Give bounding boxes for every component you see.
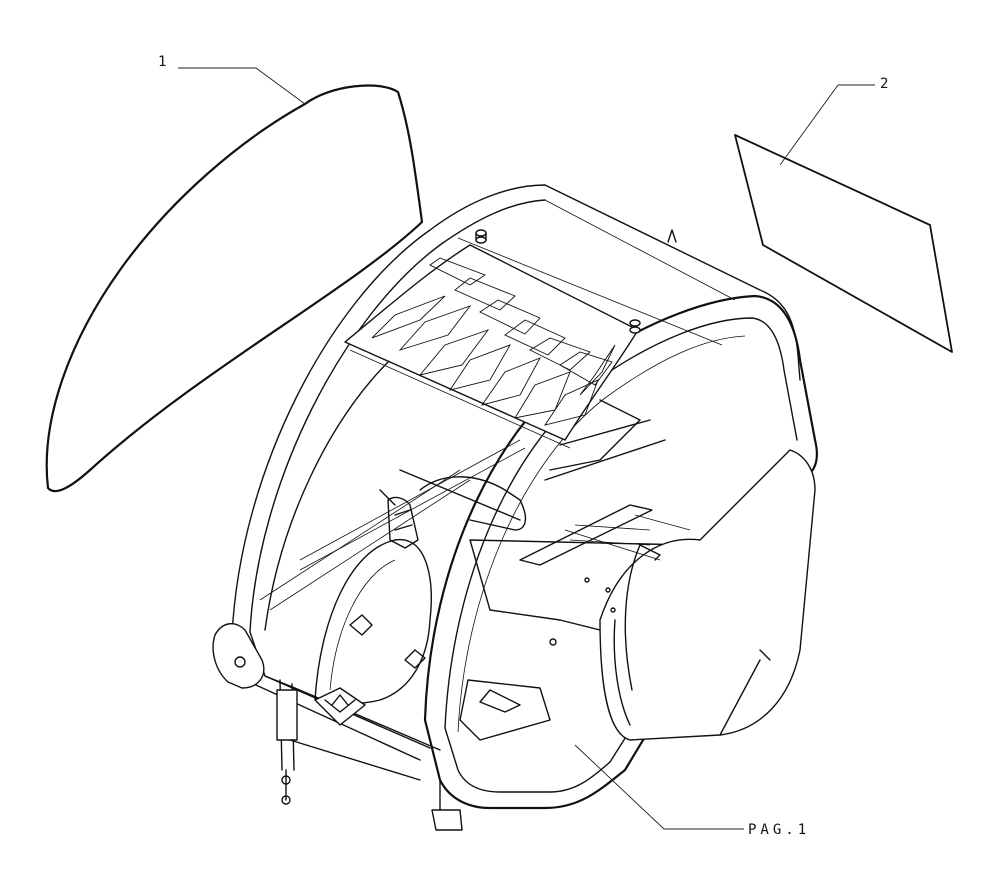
roof-slots <box>371 257 616 426</box>
page-ref-label: PAG.1 <box>748 822 810 838</box>
front-lower-assembly <box>212 623 463 831</box>
callout-1: 1 <box>158 54 306 105</box>
cab-interior <box>259 399 816 741</box>
callout-1-label: 1 <box>158 54 170 70</box>
callout-2-label: 2 <box>880 76 892 92</box>
callout-page-ref: PAG.1 <box>574 744 810 838</box>
part-2-rear-glass <box>734 134 953 353</box>
part-1-front-windscreen <box>45 84 424 493</box>
callout-2: 2 <box>779 76 892 166</box>
roof-vent-plate <box>344 229 677 449</box>
